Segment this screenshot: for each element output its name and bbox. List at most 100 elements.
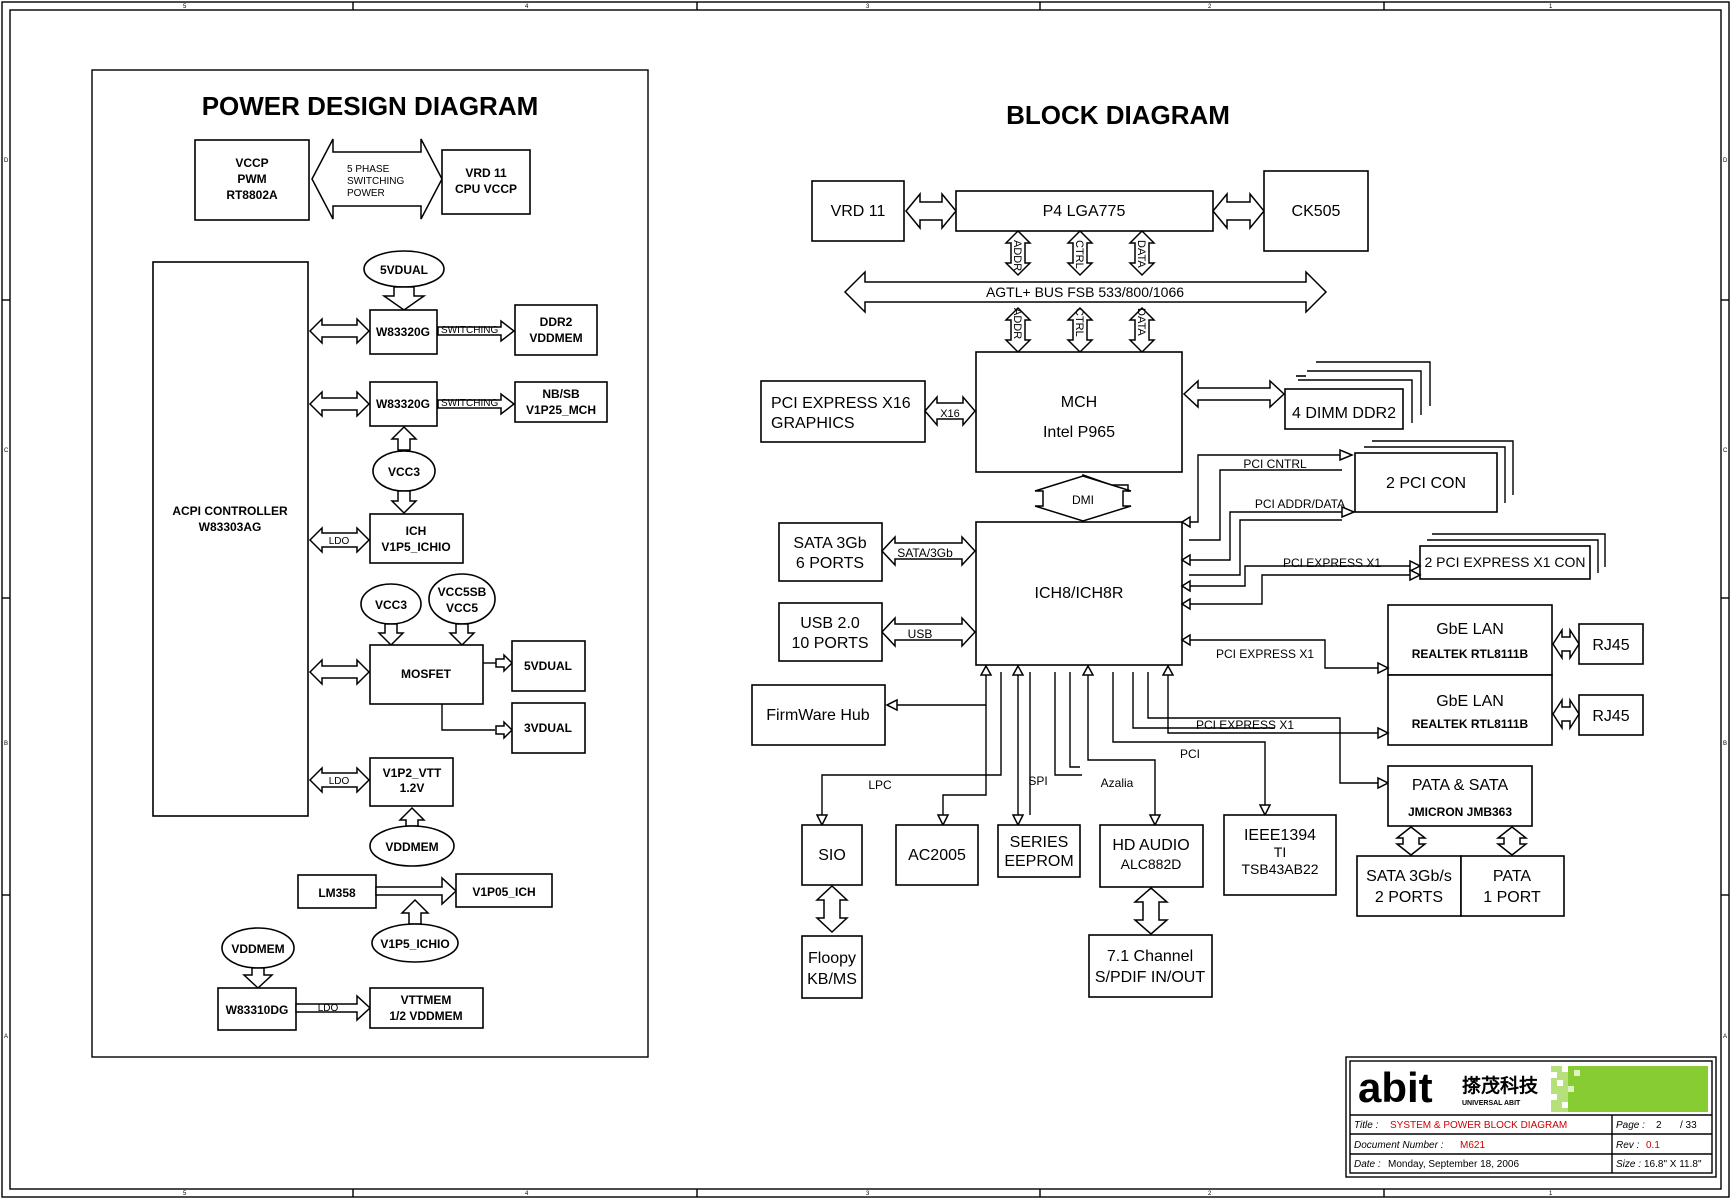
lm358-v1p05-arrow	[375, 876, 458, 906]
v1p05-ich-label: V1P05_ICH	[472, 885, 535, 899]
pci-addr-line	[1189, 511, 1342, 561]
jmicron-label: JMICRON JMB363	[1408, 805, 1512, 819]
pci-addr-ich-arrowhead	[1180, 553, 1191, 567]
vccp-label: VCCP	[235, 156, 268, 170]
firmware-hub-label: FirmWare Hub	[766, 707, 870, 724]
gbe2-arrowhead	[1377, 726, 1390, 740]
pcie-x1-gbe1-line	[1189, 639, 1378, 669]
vcc5sb-label: VCC5SB	[438, 585, 487, 599]
pcie-x1-con-line-2	[1189, 574, 1410, 605]
pcie-x1-ich-arrowhead-1	[1180, 579, 1191, 593]
switching-2-label: SWITCHING	[441, 398, 498, 409]
vcc3-b-down-arrow	[377, 623, 405, 647]
ctrl-label-top: CTRL	[1073, 240, 1085, 269]
x16-label: X16	[940, 408, 960, 420]
5vdual-out-box	[511, 640, 586, 692]
usb-arrow-label: USB	[908, 627, 933, 641]
sata-3gbs-label: SATA 3Gb/s	[1366, 868, 1452, 885]
w83310-vttmem-arrow	[295, 994, 372, 1022]
vddmem-b-label: VDDMEM	[231, 942, 284, 956]
cpu-label: P4 LGA775	[1043, 203, 1126, 220]
series-eeprom-box	[997, 824, 1081, 878]
ich8-label: ICH8/ICH8R	[1035, 585, 1124, 602]
addr-label-top: ADDR	[1011, 240, 1023, 271]
sio-box	[801, 824, 863, 886]
pcie-x1-con-box	[1419, 545, 1591, 580]
logo-universal-abit: UNIVERSAL ABIT	[1462, 1100, 1521, 1107]
spi-ich-arrowhead	[1011, 664, 1025, 676]
pcie-x1-con-label: 2 PCI EXPRESS X1 CON	[1424, 554, 1585, 570]
pci-con-stack-3	[1372, 440, 1514, 495]
eeprom-label: EEPROM	[1004, 853, 1073, 870]
fwh-line	[897, 672, 987, 706]
date-label: Date :	[1354, 1159, 1381, 1170]
pci-cntrl-ich-arrowhead	[1180, 515, 1191, 529]
title-label: Title :	[1354, 1120, 1379, 1131]
border-row-label: B	[1723, 741, 1727, 747]
v1p5-up-arrow	[400, 898, 430, 925]
border-col-label: 5	[183, 4, 187, 10]
data-label-bottom: DATA	[1135, 308, 1147, 336]
border-col-label: 4	[525, 1191, 529, 1197]
azalia-line-a	[1054, 672, 1082, 776]
vcc3-up-arrow	[390, 425, 418, 451]
floppy-kbms-box	[801, 935, 863, 999]
pata-1-port-label: 1 PORT	[1483, 889, 1541, 906]
alc882d-label: ALC882D	[1121, 856, 1182, 872]
power-title: POWER DESIGN DIAGRAM	[202, 91, 539, 121]
ddr2-vddmem-box	[514, 304, 598, 356]
v1p5-ichio-label: V1P5_ICHIO	[380, 937, 449, 951]
pcie-x1-con-arrowhead-2	[1409, 568, 1422, 582]
sata-ich-arrow	[880, 535, 977, 567]
document-number-label: Document Number :	[1354, 1140, 1444, 1151]
vddmem-a-ellipse	[369, 825, 455, 867]
realtek-2-label: REALTEK RTL8111B	[1412, 717, 1529, 731]
pcie-x1-b-label: PCI EXPRESS X1	[1196, 718, 1294, 732]
hd-audio-71-arrow	[1133, 887, 1169, 935]
sata-3gb-arrow-label: SATA/3Gb	[897, 546, 953, 560]
gbe-lan-1-box	[1387, 604, 1553, 676]
addr-label-bottom: ADDR	[1011, 308, 1023, 339]
channel-71-box	[1088, 934, 1213, 998]
vcc5sb-ellipse	[428, 573, 496, 625]
rj45-2-label: RJ45	[1592, 708, 1629, 725]
pcie-x16-label: PCI EXPRESS X16	[771, 395, 911, 412]
vrd11-label: VRD 11	[465, 166, 507, 180]
addr-cpu-bus-arrow	[1004, 229, 1032, 277]
pcie-x1-con-arrowhead-1	[1409, 559, 1422, 573]
mch-label: MCH	[1061, 394, 1097, 411]
gbe-lan-2-box	[1387, 674, 1553, 746]
border-col-label: 4	[525, 4, 529, 10]
gbe1-arrowhead	[1377, 661, 1390, 675]
azalia-line-c	[1087, 672, 1156, 815]
ctrl-cpu-bus-arrow	[1066, 229, 1094, 277]
pcie-x1-gbe2-line	[1167, 672, 1378, 734]
azalia-label: Azalia	[1101, 776, 1134, 790]
vttmem-label: VTTMEM	[401, 993, 452, 1007]
rj45-1-label: RJ45	[1592, 637, 1629, 654]
vddmem-a-label: VDDMEM	[385, 840, 438, 854]
lpc-sio-line	[821, 672, 1002, 815]
pata-1-port-box	[1460, 855, 1565, 917]
5vdual-out-label: 5VDUAL	[524, 659, 572, 673]
pcie-x1-a-label: PCI EXPRESS X1	[1216, 647, 1314, 661]
w83320g-1-label: W83320G	[376, 325, 430, 339]
pata-sata-ports-arrow	[1394, 826, 1428, 856]
page-label: Page :	[1616, 1120, 1645, 1131]
cpu-ck505-arrow	[1212, 191, 1265, 231]
acpi-w83320g-2-arrow	[308, 390, 371, 418]
pci-ieee-line-2	[1132, 672, 1275, 729]
vcc3-down-arrow	[390, 490, 418, 515]
v1p2-vtt-label: V1P2_VTT	[383, 766, 442, 780]
cpu-vccp-label: CPU VCCP	[455, 182, 517, 196]
pcie-pata-line	[1147, 672, 1378, 784]
sio-floppy-arrow	[815, 884, 849, 934]
document-number-value: M621	[1460, 1140, 1485, 1151]
rj45-1-box	[1578, 623, 1644, 665]
pcie-x1-con-line-1	[1189, 565, 1410, 587]
x16-arrow	[924, 394, 976, 428]
border-row-label: C	[4, 448, 9, 454]
vddmem-label: VDDMEM	[529, 331, 582, 345]
mosfet-3v-line	[441, 704, 495, 731]
mch-dimm-arrow	[1182, 379, 1286, 409]
